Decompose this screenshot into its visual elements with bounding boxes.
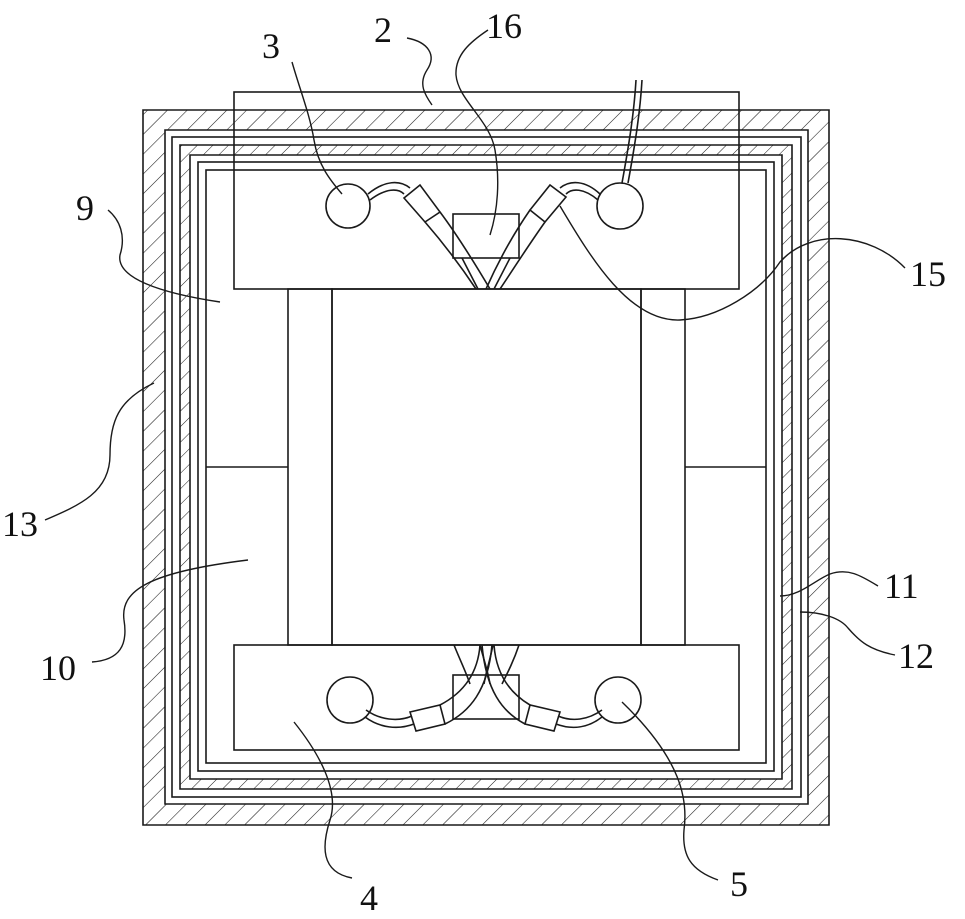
- label-13: 13: [2, 504, 38, 544]
- label-10: 10: [40, 648, 76, 688]
- top-right-pipe-inner: [566, 190, 598, 200]
- top-connector-16: [453, 214, 519, 258]
- leader-10: [92, 560, 248, 662]
- bottom-left-pipe: [365, 710, 414, 727]
- top-right-ball: [597, 183, 643, 229]
- bottom-right-pipe: [556, 710, 602, 727]
- leader-5: [622, 702, 718, 880]
- label-15: 15: [910, 254, 946, 294]
- leader-13: [45, 383, 154, 520]
- central-chamber: [332, 289, 641, 645]
- label-3: 3: [262, 26, 280, 66]
- label-5: 5: [730, 864, 748, 904]
- bottom-right-ball-5: [595, 677, 641, 723]
- top-right-wire: [622, 80, 642, 183]
- bottom-right-pipe-up: [482, 645, 530, 724]
- label-2: 2: [374, 10, 392, 50]
- top-left-pipe-lower: [425, 212, 490, 289]
- top-right-sleeve-15: [530, 185, 566, 222]
- label-9: 9: [76, 188, 94, 228]
- label-11: 11: [884, 566, 919, 606]
- bottom-left-ball: [327, 677, 373, 723]
- leader-4: [294, 722, 352, 878]
- top-right-pipe-lower: [486, 210, 545, 289]
- top-left-pipe: [368, 183, 410, 194]
- bottom-block-4: [234, 645, 739, 750]
- bottom-left-sleeve: [410, 705, 445, 731]
- bottom-pipes-vertical: [454, 645, 519, 684]
- leader-15: [560, 206, 905, 320]
- label-16: 16: [486, 6, 522, 46]
- leader-2: [407, 38, 432, 105]
- top-right-pipe: [560, 183, 600, 194]
- bottom-right-sleeve: [525, 705, 560, 731]
- right-column: [641, 289, 685, 645]
- label-4: 4: [360, 878, 378, 918]
- top-left-pipe-inner: [370, 190, 404, 200]
- leader-16: [456, 30, 498, 235]
- left-column: [288, 289, 332, 645]
- top-left-sleeve: [404, 185, 440, 222]
- label-12: 12: [898, 636, 934, 676]
- top-left-ball-3: [326, 184, 370, 228]
